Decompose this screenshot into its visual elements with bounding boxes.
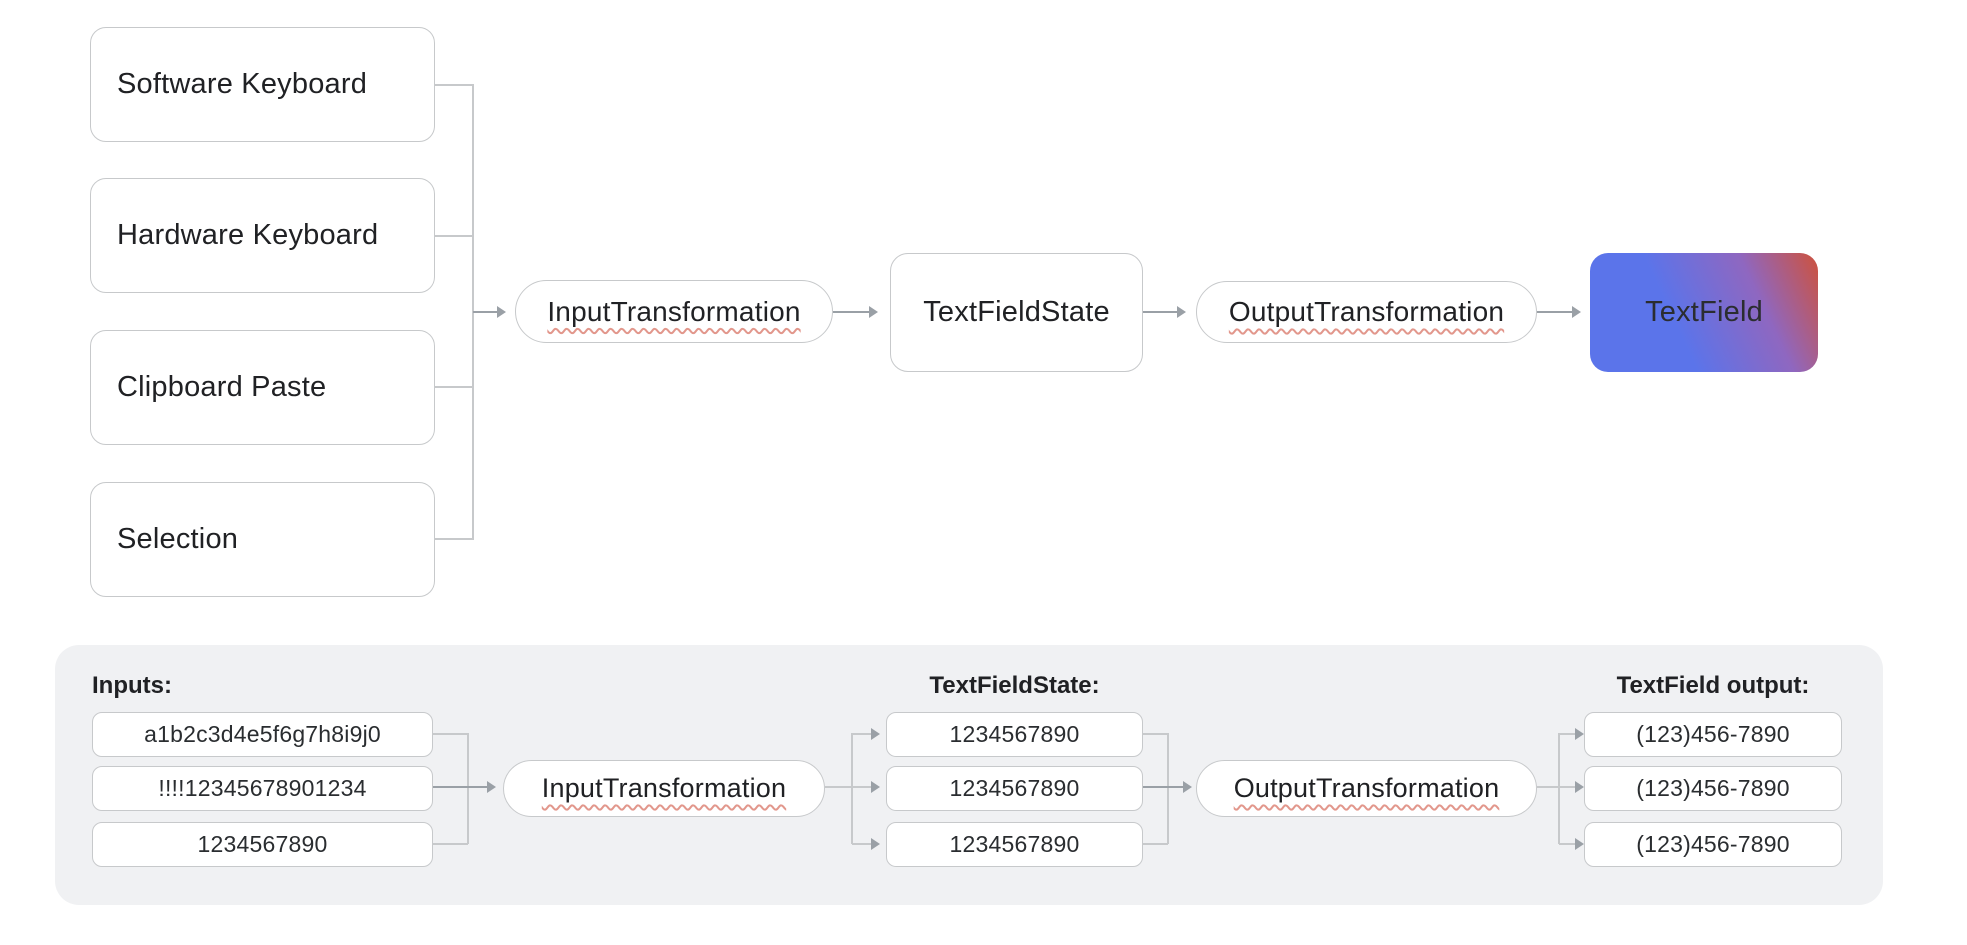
connector-stub: [433, 843, 468, 845]
arrowhead-icon: [869, 306, 878, 318]
output-label: TextField output:: [1616, 672, 1810, 699]
state-value-box: 1234567890: [886, 712, 1143, 757]
output-value-box: (123)456-7890: [1584, 712, 1842, 757]
connector-stub: [1559, 843, 1577, 845]
arrow-line: [1143, 786, 1185, 788]
connector-stub: [1143, 843, 1168, 845]
node-label: TextFieldState: [923, 296, 1110, 328]
node-label: InputTransformation: [547, 295, 801, 327]
connector-trunk: [467, 733, 469, 844]
connector-stub: [1143, 733, 1168, 735]
connector-stub: [435, 538, 473, 540]
connector-stub: [435, 386, 473, 388]
value-text: (123)456-7890: [1636, 775, 1790, 801]
arrow-line: [473, 311, 499, 313]
arrowhead-icon: [1575, 838, 1584, 850]
node-text-field-state: TextFieldState: [890, 253, 1143, 372]
inputs-label: Inputs:: [92, 672, 172, 699]
value-text: 1234567890: [949, 775, 1080, 801]
node-output-transformation-example: OutputTransformation: [1196, 760, 1537, 817]
arrowhead-icon: [1575, 781, 1584, 793]
arrowhead-icon: [1572, 306, 1581, 318]
node-input-transformation: InputTransformation: [515, 280, 833, 343]
arrow-line: [833, 311, 871, 313]
node-hardware-keyboard: Hardware Keyboard: [90, 178, 435, 293]
node-text-field: TextField: [1590, 253, 1818, 372]
connector-stub: [1559, 733, 1577, 735]
node-label: OutputTransformation: [1233, 773, 1500, 803]
input-value-box: a1b2c3d4e5f6g7h8i9j0: [92, 712, 433, 757]
output-value-box: (123)456-7890: [1584, 766, 1842, 811]
node-software-keyboard: Software Keyboard: [90, 27, 435, 142]
connector-stub: [852, 786, 873, 788]
connector-trunk: [472, 84, 474, 540]
connector-stub: [435, 235, 473, 237]
node-label: Clipboard Paste: [117, 371, 327, 403]
node-label: Software Keyboard: [117, 68, 368, 100]
state-value-box: 1234567890: [886, 822, 1143, 867]
connector-stub: [435, 84, 473, 86]
node-label: Selection: [117, 523, 239, 555]
connector-stub: [433, 733, 468, 735]
arrowhead-icon: [871, 781, 880, 793]
arrowhead-icon: [487, 781, 496, 793]
arrowhead-icon: [1183, 781, 1192, 793]
node-label: TextField: [1645, 296, 1763, 328]
arrow-line: [1537, 311, 1574, 313]
value-text: (123)456-7890: [1636, 721, 1790, 747]
arrowhead-icon: [871, 728, 880, 740]
connector-stub: [852, 733, 873, 735]
connector-stub: [852, 843, 873, 845]
value-text: a1b2c3d4e5f6g7h8i9j0: [144, 721, 381, 747]
node-label: InputTransformation: [541, 773, 787, 803]
value-text: 1234567890: [949, 721, 1080, 747]
output-value-box: (123)456-7890: [1584, 822, 1842, 867]
arrow-line: [1143, 311, 1179, 313]
value-text: 1234567890: [949, 831, 1080, 857]
arrowhead-icon: [1177, 306, 1186, 318]
connector-stub: [1537, 786, 1559, 788]
input-value-box: 1234567890: [92, 822, 433, 867]
arrowhead-icon: [871, 838, 880, 850]
connector-stub: [825, 786, 852, 788]
value-text: (123)456-7890: [1636, 831, 1790, 857]
connector-trunk: [851, 733, 853, 844]
connector-trunk: [1167, 733, 1169, 844]
node-selection: Selection: [90, 482, 435, 597]
value-text: 1234567890: [197, 831, 328, 857]
node-label: Hardware Keyboard: [117, 219, 379, 251]
arrowhead-icon: [497, 306, 506, 318]
state-value-box: 1234567890: [886, 766, 1143, 811]
node-label: OutputTransformation: [1228, 296, 1505, 327]
node-clipboard-paste: Clipboard Paste: [90, 330, 435, 445]
node-input-transformation-example: InputTransformation: [503, 760, 825, 817]
value-text: !!!!12345678901234: [158, 775, 367, 801]
state-label: TextFieldState:: [929, 672, 1100, 699]
arrowhead-icon: [1575, 728, 1584, 740]
input-value-box: !!!!12345678901234: [92, 766, 433, 811]
arrow-line: [433, 786, 489, 788]
node-output-transformation: OutputTransformation: [1196, 281, 1537, 343]
connector-stub: [1559, 786, 1577, 788]
connector-trunk: [1558, 733, 1560, 844]
